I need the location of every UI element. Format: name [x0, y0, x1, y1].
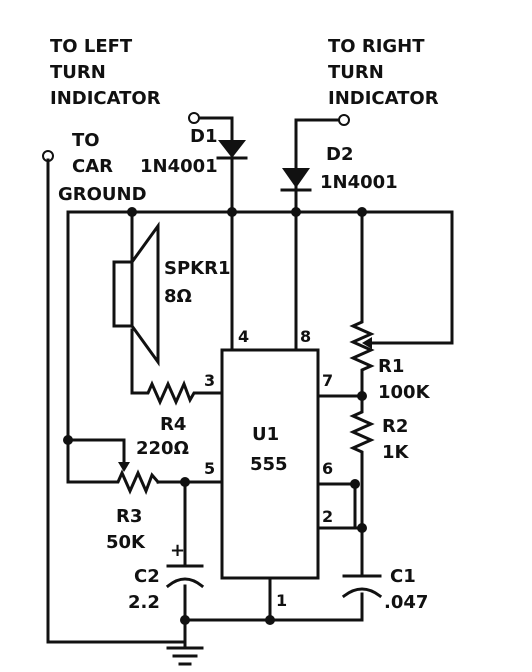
- label-line: INDICATOR: [328, 88, 439, 109]
- resistor-r1-symbol: [349, 316, 375, 374]
- left-indicator-label: TO LEFT TURN INDICATOR: [50, 36, 161, 109]
- r3-wiper-wire: [66, 438, 126, 464]
- ic-u1-body: [220, 348, 320, 580]
- ground-icon: [166, 646, 204, 666]
- c1-value-label: .047: [384, 592, 428, 613]
- label-line: TURN: [328, 62, 384, 83]
- c2-ref-label: C2: [134, 566, 160, 587]
- pin-7-label: 7: [322, 371, 333, 390]
- d2-value-label: 1N4001: [320, 172, 398, 193]
- speaker-icon: [112, 221, 160, 367]
- r3-ref-label: R3: [116, 506, 142, 527]
- speaker-ref-label: SPKR1: [164, 258, 231, 279]
- junction-dot: [357, 523, 367, 533]
- car-ground-terminal: [42, 150, 54, 162]
- diode-d2-symbol: [280, 168, 312, 192]
- label-line: GROUND: [58, 184, 147, 205]
- label-line: INDICATOR: [50, 88, 161, 109]
- label-line: CAR: [72, 156, 113, 177]
- junction-dot: [180, 615, 190, 625]
- car-ground-wire: [46, 158, 187, 644]
- label-line: TURN: [50, 62, 106, 83]
- r2-ref-label: R2: [382, 416, 408, 437]
- label-line: TO RIGHT: [328, 36, 425, 57]
- r1-value-label: 100K: [378, 382, 431, 403]
- pin-4-label: 4: [238, 327, 249, 346]
- junctions: [63, 207, 367, 625]
- r3-value-label: 50K: [106, 532, 146, 553]
- d1-ref-label: D1: [190, 126, 217, 147]
- left-vertical-wire: [66, 210, 114, 484]
- pin-1-label: 1: [276, 591, 287, 610]
- c2-value-label: 2.2: [128, 592, 160, 613]
- resistor-r4-symbol: [140, 380, 200, 406]
- c1-ref-label: C1: [390, 566, 416, 587]
- junction-dot: [180, 477, 190, 487]
- junction-dot: [63, 435, 73, 445]
- junction-dot: [227, 207, 237, 217]
- speaker-bottom-lead: [130, 328, 144, 395]
- c2-polarity-mark: +: [170, 540, 185, 561]
- junction-dot: [350, 479, 360, 489]
- junction-dot: [127, 207, 137, 217]
- r4-value-label: 220Ω: [136, 438, 189, 459]
- pin-2-label: 2: [322, 507, 333, 526]
- pin-8-label: 8: [300, 327, 311, 346]
- junction-dot: [357, 207, 367, 217]
- junction-dot: [265, 615, 275, 625]
- pin-3-label: 3: [204, 371, 215, 390]
- right-indicator-label: TO RIGHT TURN INDICATOR: [328, 36, 439, 109]
- u1-ref-label: U1: [252, 424, 279, 445]
- speaker-value-label: 8Ω: [164, 286, 192, 307]
- resistor-r2-symbol: [349, 406, 375, 457]
- pin-6-label: 6: [322, 459, 333, 478]
- u1-value-label: 555: [250, 454, 288, 475]
- r1-wiper-loop-wire: [370, 210, 454, 345]
- right-indicator-terminal: [338, 114, 350, 126]
- capacitor-c2-symbol: [165, 564, 205, 589]
- r4-ref-label: R4: [160, 414, 186, 435]
- d1-value-label: 1N4001: [140, 156, 218, 177]
- capacitor-c1-symbol: [341, 574, 383, 599]
- junction-dot: [291, 207, 301, 217]
- diode-d1-symbol: [216, 140, 248, 160]
- r2-value-label: 1K: [382, 442, 410, 463]
- label-line: TO LEFT: [50, 36, 133, 57]
- label-line: TO: [72, 130, 100, 151]
- junction-dot: [357, 391, 367, 401]
- car-ground-label: TO CAR GROUND: [58, 130, 147, 205]
- d2-ref-label: D2: [326, 144, 353, 165]
- r1-ref-label: R1: [378, 356, 404, 377]
- resistor-r3-symbol: [110, 462, 161, 495]
- pin-5-label: 5: [204, 459, 215, 478]
- left-indicator-terminal: [188, 112, 200, 124]
